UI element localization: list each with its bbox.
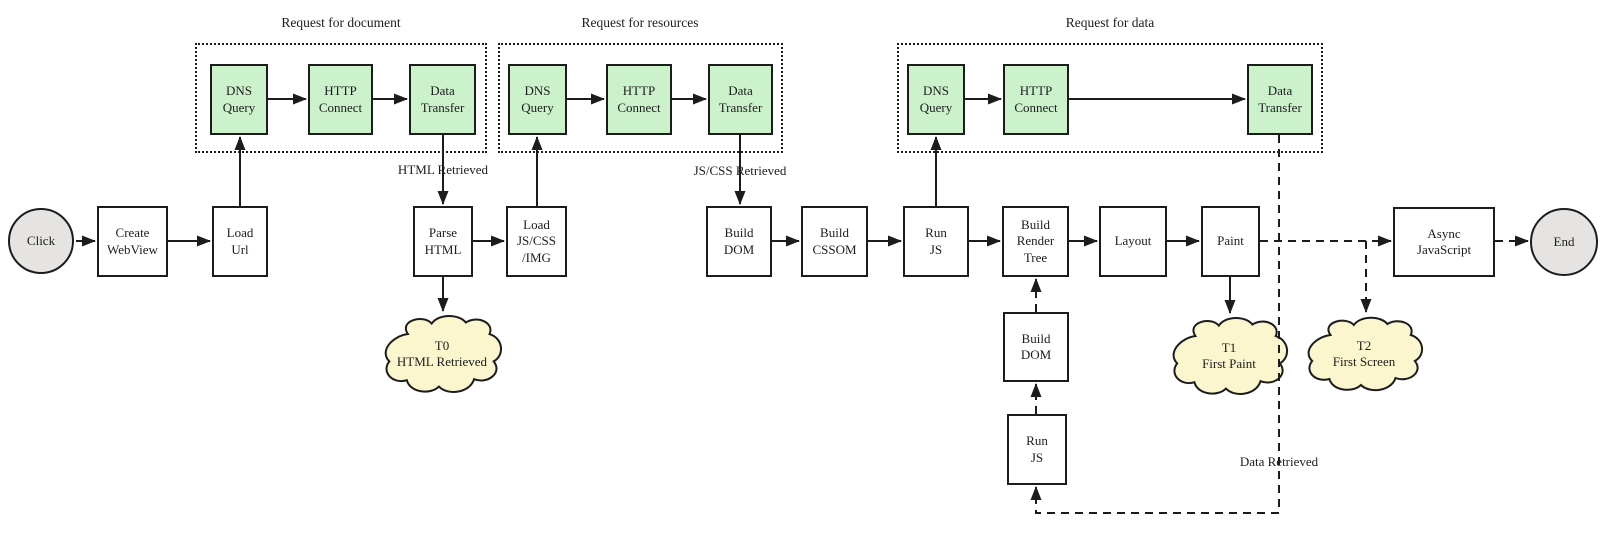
edge-label-data-retrieved: Data Retrieved xyxy=(1239,454,1319,469)
node-label-line: T0 xyxy=(434,337,450,353)
node-label-line: Url xyxy=(231,241,249,257)
node-paint: Paint xyxy=(1201,206,1260,277)
node-label-line: HTTP xyxy=(1019,83,1053,98)
node-label-line: Create xyxy=(115,225,150,240)
node-label-line: Paint xyxy=(1217,233,1244,249)
node-label-line: JS xyxy=(929,241,943,257)
node-label-line: Connect xyxy=(318,99,363,115)
node-label-line: Layout xyxy=(1114,233,1152,249)
node-label-line: Data xyxy=(1267,83,1293,98)
node-label-line: DNS xyxy=(922,83,949,98)
node-label-line: Data xyxy=(430,83,455,98)
group-request-for-resources xyxy=(498,43,783,153)
node-label-line: Query xyxy=(222,99,256,115)
node-label-line: T2 xyxy=(1356,337,1372,353)
edge-label-js-css-retrieved: JS/CSS Retrieved xyxy=(693,163,787,178)
node-click: Click xyxy=(8,208,74,274)
cloud-shape-icon xyxy=(380,312,504,396)
node-label-line: Query xyxy=(919,99,953,115)
node-label-line: HTTP xyxy=(622,83,656,98)
node-label-line: Query xyxy=(521,99,554,115)
group-title-request-for-data: Request for data xyxy=(1065,15,1155,30)
node-label-line: Connect xyxy=(1014,99,1058,115)
node-label-line: First Screen xyxy=(1332,354,1396,369)
node-label-line: Transfer xyxy=(420,99,465,115)
node-label-line: Build xyxy=(1021,216,1050,232)
node-label-line: Run xyxy=(925,225,947,240)
group-title-request-for-resources: Request for resources xyxy=(581,15,699,30)
node-label-line: Data xyxy=(728,83,753,98)
node-label-line: Load xyxy=(523,216,550,232)
node-label-line: JavaScript xyxy=(1416,242,1472,257)
node-label-line: Transfer xyxy=(718,99,763,115)
node-label-line: Build xyxy=(724,225,754,240)
node-label-line: HTML Retrieved xyxy=(396,354,488,369)
node-label-line: JS xyxy=(1030,449,1044,465)
node-label-line: DOM xyxy=(1020,347,1052,362)
node-label-line: Render xyxy=(1016,233,1055,249)
node-label-line: Parse xyxy=(428,225,458,240)
group-title-request-for-document: Request for document xyxy=(281,15,401,30)
node-label-line: WebView xyxy=(107,241,158,257)
node-label-line: End xyxy=(1553,233,1575,249)
node-label-line: DNS xyxy=(225,83,252,98)
edge-label-html-retrieved: HTML Retrieved xyxy=(397,162,489,177)
node-label-line: Async xyxy=(1427,225,1461,241)
node-label-line: JS/CSS xyxy=(516,233,557,249)
node-end: End xyxy=(1530,208,1598,276)
node-label-line: Run xyxy=(1026,433,1048,448)
node-label-line: Build xyxy=(1021,330,1051,346)
node-label-line: HTML xyxy=(424,241,462,257)
node-label-line: Build xyxy=(820,225,849,240)
node-label-line: Connect xyxy=(617,99,661,115)
node-label-line: /IMG xyxy=(522,249,551,265)
node-layout: Layout xyxy=(1099,206,1167,277)
node-label-line: Tree xyxy=(1023,249,1048,265)
node-label-line: T1 xyxy=(1221,339,1237,355)
cloud-shape-icon xyxy=(1303,314,1425,394)
node-label-line: Click xyxy=(26,232,56,248)
node-label-line: DOM xyxy=(723,241,755,257)
node-label-line: CSSOM xyxy=(812,241,857,257)
node-label-line: First Paint xyxy=(1202,356,1256,371)
node-label-line: Load xyxy=(226,225,254,240)
group-request-for-document xyxy=(195,43,487,153)
node-label-line: Transfer xyxy=(1258,99,1302,115)
node-label-line: HTTP xyxy=(324,83,357,98)
node-label-line: DNS xyxy=(524,83,551,98)
